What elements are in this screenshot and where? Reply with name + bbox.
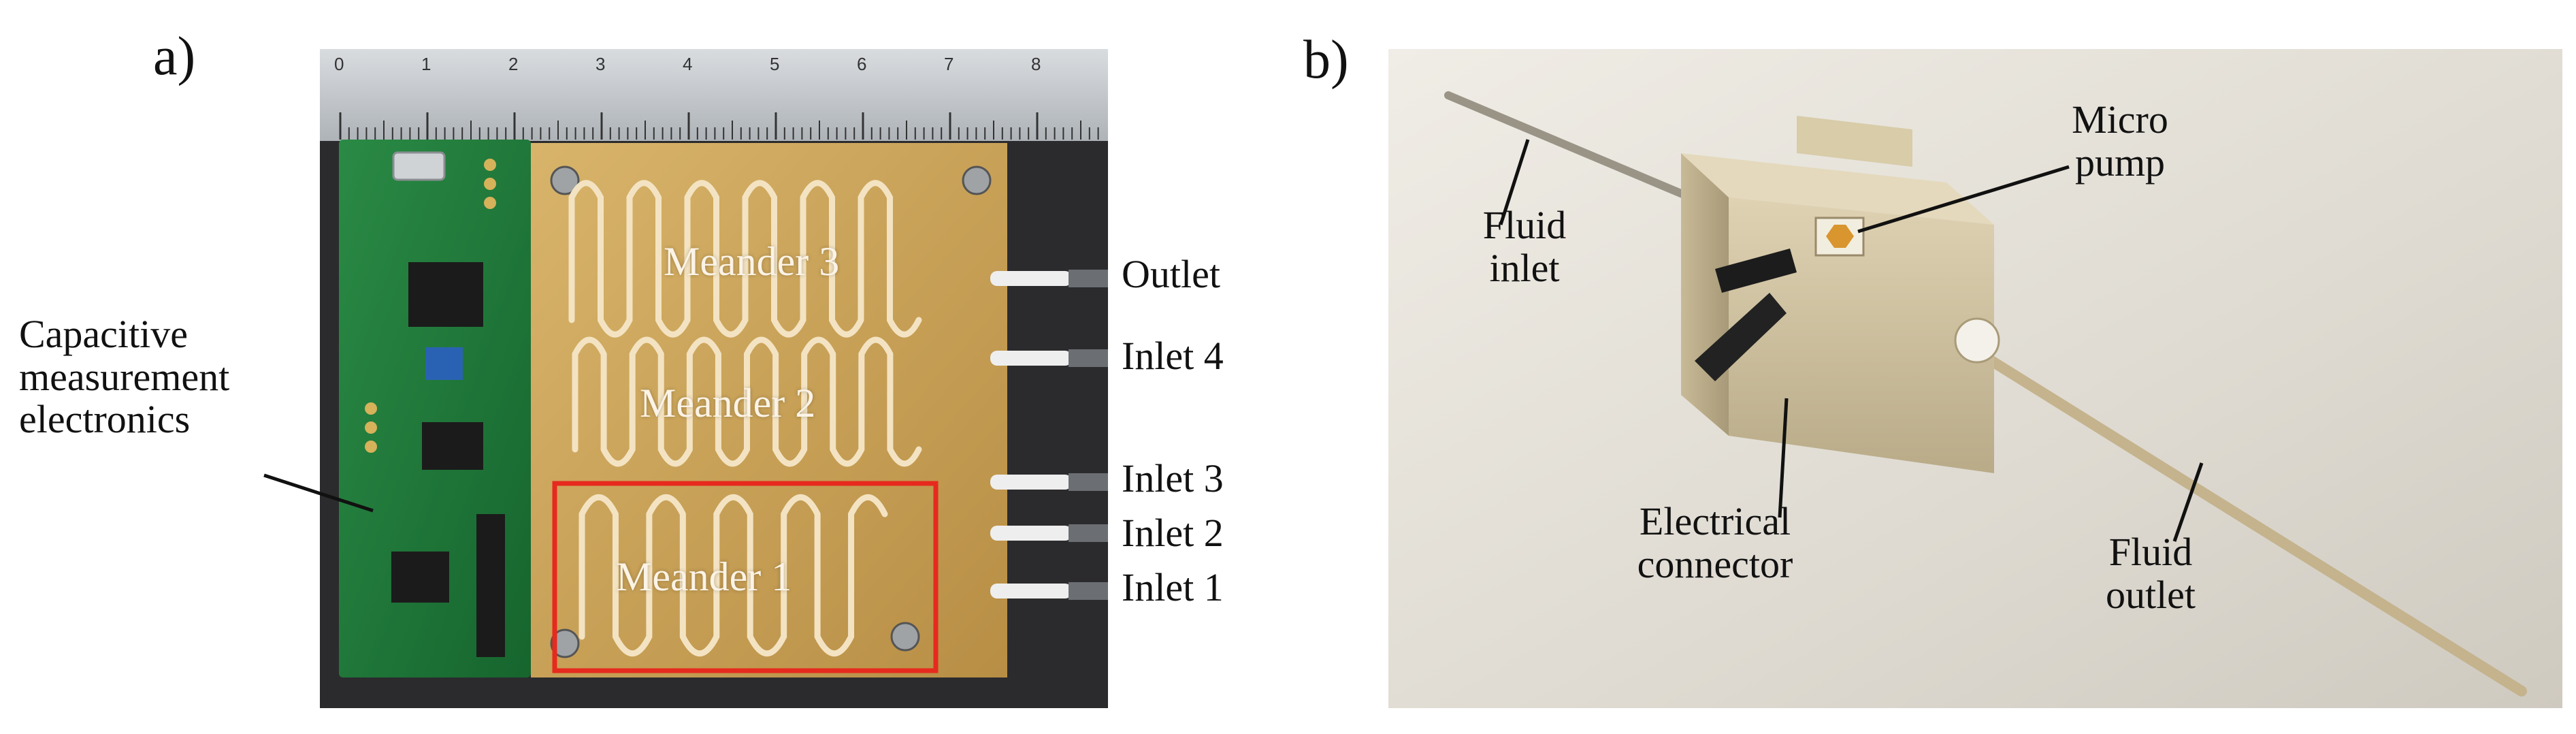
ruler-tick-label: 7 bbox=[944, 54, 954, 74]
fluid-inlet-label: Fluid inlet bbox=[1470, 204, 1579, 289]
label-line: Capacitive bbox=[19, 312, 189, 356]
outlet-port bbox=[1954, 317, 2000, 364]
solder-pad bbox=[365, 421, 377, 434]
meander-channel bbox=[578, 494, 888, 657]
port-connector bbox=[1069, 582, 1108, 600]
port-connector bbox=[1069, 349, 1108, 367]
inlet-2-label: Inlet 2 bbox=[1122, 511, 1224, 555]
electronics-leader-line bbox=[263, 473, 374, 513]
meander-3-label: Meander 3 bbox=[664, 239, 840, 284]
screw bbox=[962, 165, 992, 195]
meander-channels bbox=[568, 180, 922, 657]
label-line: pump bbox=[2074, 140, 2166, 185]
ruler-ticks bbox=[339, 112, 1099, 140]
capacitive-electronics-label: Capacitive measurement electronics bbox=[19, 313, 229, 441]
label-line: outlet bbox=[2105, 572, 2196, 617]
micro-pump-leader bbox=[1857, 165, 2070, 234]
pin-header bbox=[476, 514, 505, 657]
inlet-3-label: Inlet 3 bbox=[1122, 456, 1224, 500]
meander-channel bbox=[568, 180, 922, 338]
usb-connector bbox=[392, 151, 446, 181]
micro-pump-membrane bbox=[1826, 225, 1854, 248]
outlet-label: Outlet bbox=[1122, 252, 1220, 296]
pump-block-raise bbox=[1797, 116, 1912, 167]
screw bbox=[550, 165, 580, 195]
pump-block-left bbox=[1681, 153, 1729, 436]
panel-a-letter: a) bbox=[153, 27, 196, 86]
fluidic-chip bbox=[531, 143, 1007, 677]
meander-1-highlight bbox=[552, 481, 939, 673]
label-line: Fluid bbox=[2108, 530, 2193, 574]
electrical-connector-leader bbox=[1778, 398, 1789, 518]
electrical-connector bbox=[1715, 249, 1797, 293]
fluid-outlet-leader bbox=[2172, 462, 2204, 542]
port-connector bbox=[1069, 270, 1108, 287]
panel-b-letter: b) bbox=[1303, 30, 1349, 90]
ruler-tick-label: 2 bbox=[508, 54, 519, 74]
fluid-inlet-leader bbox=[1499, 139, 1530, 225]
solder-pad bbox=[365, 402, 377, 415]
solder-pad bbox=[365, 441, 377, 453]
ruler-tick-label: 6 bbox=[857, 54, 867, 74]
outlet-tube bbox=[1948, 332, 2527, 697]
port-tube bbox=[990, 271, 1072, 286]
ruler-tick-label: 5 bbox=[770, 54, 780, 74]
label-line: Fluid bbox=[1482, 203, 1567, 247]
label-line: Electrical bbox=[1639, 499, 1791, 543]
inlet-1-label: Inlet 1 bbox=[1122, 565, 1224, 609]
port-tube bbox=[990, 475, 1072, 490]
screw bbox=[890, 622, 920, 652]
ic-chip bbox=[422, 422, 483, 470]
fluid-outlet-label: Fluid outlet bbox=[2096, 530, 2205, 617]
port-tube bbox=[990, 351, 1072, 366]
ic-chip bbox=[391, 552, 449, 603]
meander-2-label: Meander 2 bbox=[640, 381, 816, 426]
label-line: measurement bbox=[19, 354, 230, 399]
label-line: Micro bbox=[2072, 97, 2168, 142]
electrical-connector-label: Electrical connector bbox=[1613, 500, 1817, 586]
label-line: connector bbox=[1637, 541, 1793, 586]
port-connector bbox=[1069, 524, 1108, 542]
ruler-tick-label: 0 bbox=[334, 54, 344, 74]
meander-channel bbox=[572, 336, 922, 467]
ruler-tick-label: 3 bbox=[596, 54, 606, 74]
solder-pad bbox=[484, 197, 496, 209]
ic-chip bbox=[408, 262, 483, 327]
micro-pump-label: Micro pump bbox=[2062, 97, 2178, 185]
port-tubes bbox=[990, 270, 1108, 600]
label-line: inlet bbox=[1489, 245, 1560, 290]
port-connector bbox=[1069, 473, 1108, 491]
blue-switch bbox=[425, 347, 463, 380]
port-tube bbox=[990, 526, 1072, 541]
label-line: electronics bbox=[19, 397, 191, 442]
electrical-connector-pins bbox=[1695, 293, 1787, 381]
pump-block-top bbox=[1681, 153, 1994, 225]
meander-1-label: Meander 1 bbox=[616, 554, 792, 599]
ruler-tick-label: 8 bbox=[1031, 54, 1041, 74]
port-tube bbox=[990, 584, 1072, 599]
screw bbox=[550, 628, 580, 658]
ruler-tick-label: 1 bbox=[421, 54, 431, 74]
solder-pad bbox=[484, 159, 496, 171]
ruler bbox=[320, 49, 1108, 141]
inlet-4-label: Inlet 4 bbox=[1122, 334, 1224, 378]
ruler-tick-label: 4 bbox=[683, 54, 693, 74]
solder-pad bbox=[484, 178, 496, 190]
